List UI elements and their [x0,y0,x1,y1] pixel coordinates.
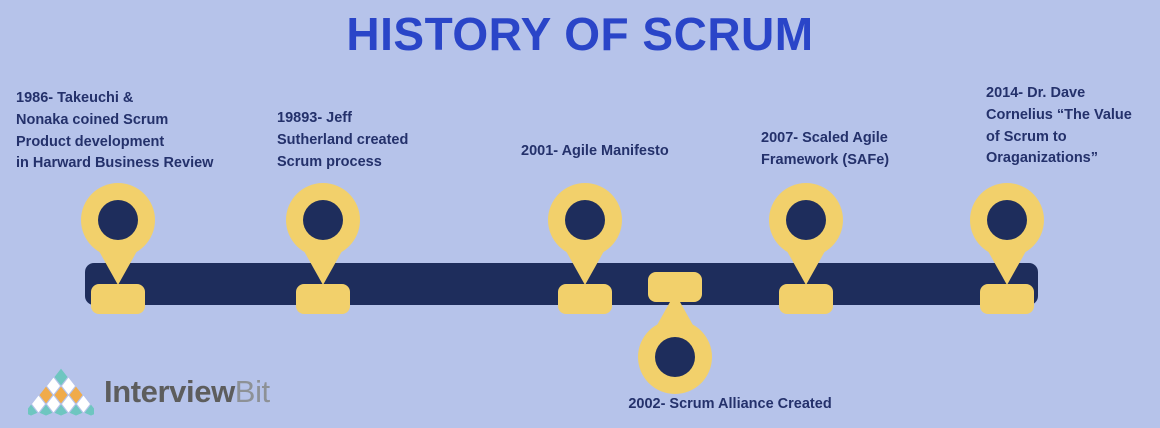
event-label-2002: 2002- Scrum Alliance Created [628,396,832,412]
timeline-marker-1989[interactable] [286,183,360,314]
map-pin-dot [565,200,605,240]
map-pin-dot [98,200,138,240]
event-label-2001: 2001- Agile Manifesto [521,143,669,159]
map-pin-tail [778,235,834,285]
timeline-marker-1986[interactable] [81,183,155,314]
map-pin-tail [90,235,146,285]
wordmark-secondary: Bit [234,373,270,409]
map-pin-dot [303,200,343,240]
event-label-2014: 2014- Dr. Dave Cornelius “The Value of S… [986,85,1132,167]
map-pin-base [980,284,1034,314]
map-pin-dot [987,200,1027,240]
map-pin-tail [557,235,613,285]
interviewbit-logo-mark [28,367,94,416]
timeline-marker-2002[interactable] [638,272,712,394]
map-pin-base [558,284,612,314]
interviewbit-logo[interactable]: InterviewBit [28,366,270,416]
map-pin-dot [655,337,695,377]
event-label-2007: 2007- Scaled Agile Framework (SAFe) [761,130,890,168]
map-pin-base [296,284,350,314]
interviewbit-wordmark: InterviewBit [104,376,270,407]
event-label-1989: 19893- Jeff Sutherland created Scrum pro… [277,110,409,170]
map-pin-base [779,284,833,314]
map-pin-base [91,284,145,314]
map-pin-tail [979,235,1035,285]
wordmark-primary: Interview [104,373,235,409]
timeline-marker-2007[interactable] [769,183,843,314]
timeline-marker-2014[interactable] [970,183,1044,314]
timeline-marker-2001[interactable] [548,183,622,314]
event-label-1986: 1986- Takeuchi & Nonaka coined Scrum Pro… [16,90,214,172]
page-title: HISTORY OF SCRUM [346,8,814,60]
map-pin-tail [295,235,351,285]
map-pin-dot [786,200,826,240]
